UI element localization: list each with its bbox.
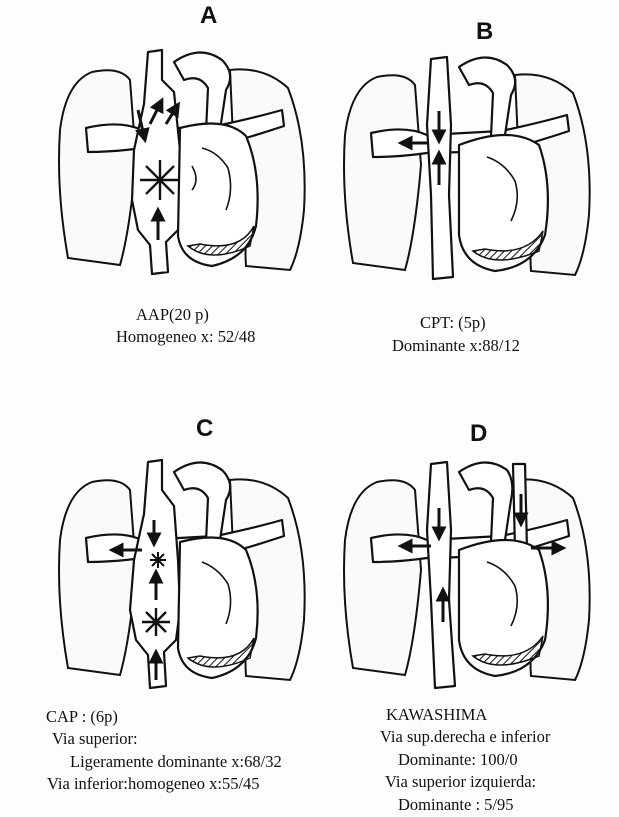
heart-lung-icon [50,450,320,710]
panel-d-letter: D [470,420,487,448]
panel-b-letter: B [476,18,493,46]
panel-c-caption-2: Via superior: [52,728,138,750]
panel-b-caption-2: Dominante x:88/12 [392,335,520,357]
heart-lung-icon [335,45,605,305]
panel-d-caption-5: Dominante : 5/95 [398,794,513,816]
panel-c-caption-4: Via inferior:homogeneo x:55/45 [47,773,260,795]
panel-b-caption-1: CPT: (5p) [420,312,486,334]
panel-a-caption-1: AAP(20 p) [136,304,209,326]
panel-d-caption-3: Dominante: 100/0 [398,749,518,771]
panel-c-letter: C [196,415,213,443]
panel-d-caption-1: KAWASHIMA [386,704,487,726]
panel-c-caption-1: CAP : (6p) [46,706,118,728]
panel-c-caption-3: Ligeramente dominante x:68/32 [70,751,282,773]
mixing-asterisk [142,608,170,636]
heart-lung-icon [335,450,605,710]
panel-d-caption-4: Via superior izquierda: [385,771,536,793]
panel-d-caption-2: Via sup.derecha e inferior [380,726,550,748]
panel-a-letter: A [200,2,217,30]
mixing-asterisk [140,160,180,200]
panel-a-caption-2: Homogeneo x: 52/48 [116,326,255,348]
mixing-asterisk [150,552,166,568]
heart-lung-icon [50,40,320,300]
